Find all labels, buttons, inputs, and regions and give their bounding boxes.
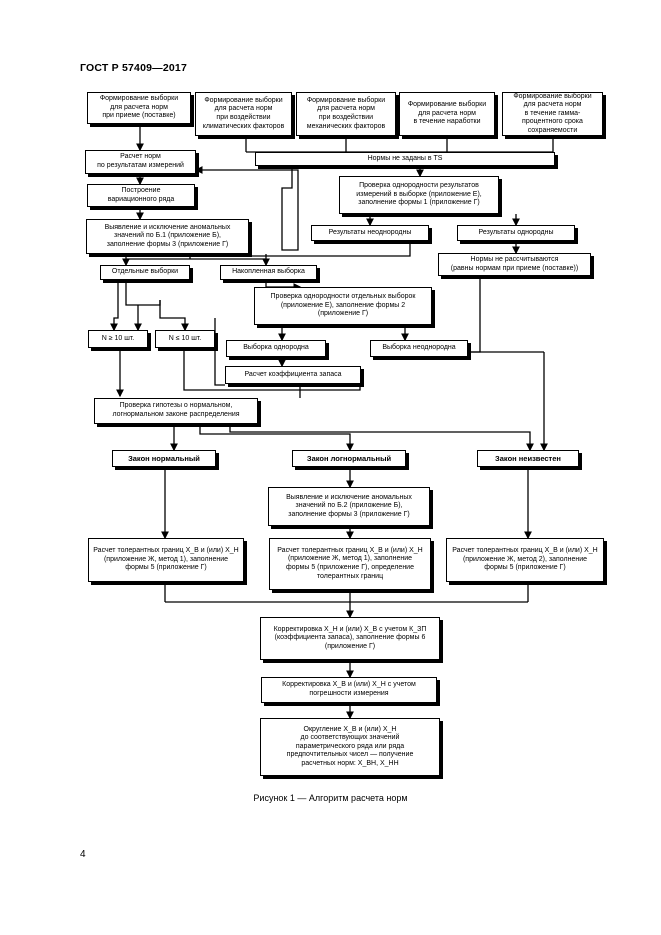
box-tolerance-lognormal: Расчет толерантных границ Х_В и (или) Х_…	[269, 538, 431, 590]
box-sample-mechanical: Формирование выборки для расчета норм пр…	[296, 92, 396, 136]
box-law-normal: Закон нормальный	[112, 450, 216, 467]
box-detect-anomalies-1: Выявление и исключение аномальных значен…	[86, 219, 249, 254]
box-norms-not-calculated: Нормы не рассчитываются (равны нормам пр…	[438, 253, 591, 276]
box-law-lognormal: Закон логнормальный	[292, 450, 406, 467]
box-calc-by-measurement: Расчет норм по результатам измерений	[85, 150, 196, 174]
document-header: ГОСТ Р 57409—2017	[80, 62, 188, 74]
box-tolerance-method2: Расчет толерантных границ Х_В и (или) Х_…	[446, 538, 604, 582]
box-correction-reserve: Корректировка Х_Н и (или) Х_В с учетом К…	[260, 617, 440, 660]
box-sample-climatic: Формирование выборки для расчета норм пр…	[195, 92, 292, 136]
box-sample-storage: Формирование выборки для расчета норм в …	[502, 92, 603, 136]
box-calc-reserve-factor: Расчет коэффициента запаса	[225, 366, 361, 384]
box-check-separate-homogeneity: Проверка однородности отдельных выборок …	[254, 287, 432, 325]
box-tolerance-method1: Расчет толерантных границ Х_В и (или) Х_…	[88, 538, 244, 582]
box-results-nonhomogeneous: Результаты неоднородны	[311, 225, 429, 241]
box-check-homogeneity: Проверка однородности результатов измере…	[339, 176, 499, 214]
box-rounding: Округление Х_В и (или) Х_Н до соответств…	[260, 718, 440, 776]
box-accumulated-sample: Накопленная выборка	[220, 265, 317, 280]
box-sample-nonhomogeneous: Выборка неоднородна	[370, 340, 468, 357]
box-norms-not-set-ts: Нормы не заданы в ТS	[255, 152, 555, 166]
box-hypothesis-check: Проверка гипотезы о нормальном, логнорма…	[94, 398, 258, 424]
box-sample-operating-time: Формирование выборки для расчета норм в …	[399, 92, 495, 136]
page-number: 4	[80, 849, 86, 860]
box-separate-samples: Отдельные выборки	[100, 265, 190, 280]
box-law-unknown: Закон неизвестен	[477, 450, 579, 467]
box-detect-anomalies-2: Выявление и исключение аномальных значен…	[268, 487, 430, 526]
box-sample-acceptance: Формирование выборки для расчета норм пр…	[87, 92, 191, 124]
box-sample-homogeneous: Выборка однородна	[226, 340, 326, 357]
box-results-homogeneous: Результаты однородны	[457, 225, 575, 241]
box-n-ge-10: N ≥ 10 шт.	[88, 330, 148, 348]
figure-caption: Рисунок 1 — Алгоритм расчета норм	[253, 793, 408, 803]
box-n-le-10: N ≤ 10 шт.	[155, 330, 215, 348]
box-correction-measurement-error: Корректировка Х_В и (или) Х_Н с учетом п…	[261, 677, 437, 703]
box-build-series: Построение вариационного ряда	[87, 184, 195, 207]
